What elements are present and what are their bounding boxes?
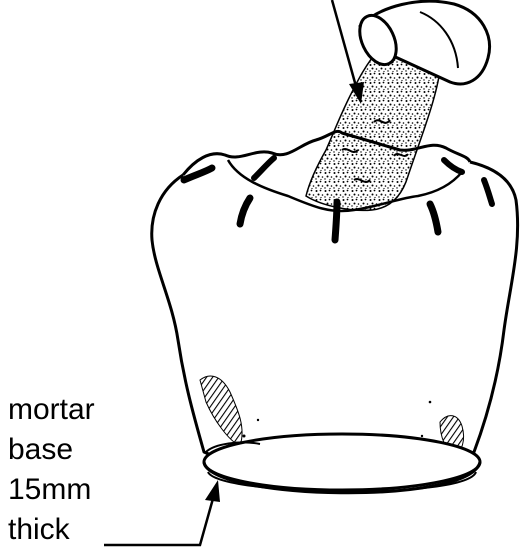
- label-line-mortar: mortar: [8, 392, 95, 428]
- base-pointer-arrow: [104, 480, 220, 545]
- label-line-base: base: [8, 432, 73, 468]
- label-line-thick: thick: [8, 512, 70, 548]
- label-line-thickness: 15mm: [8, 472, 91, 508]
- mortar-base-ring: [204, 434, 480, 493]
